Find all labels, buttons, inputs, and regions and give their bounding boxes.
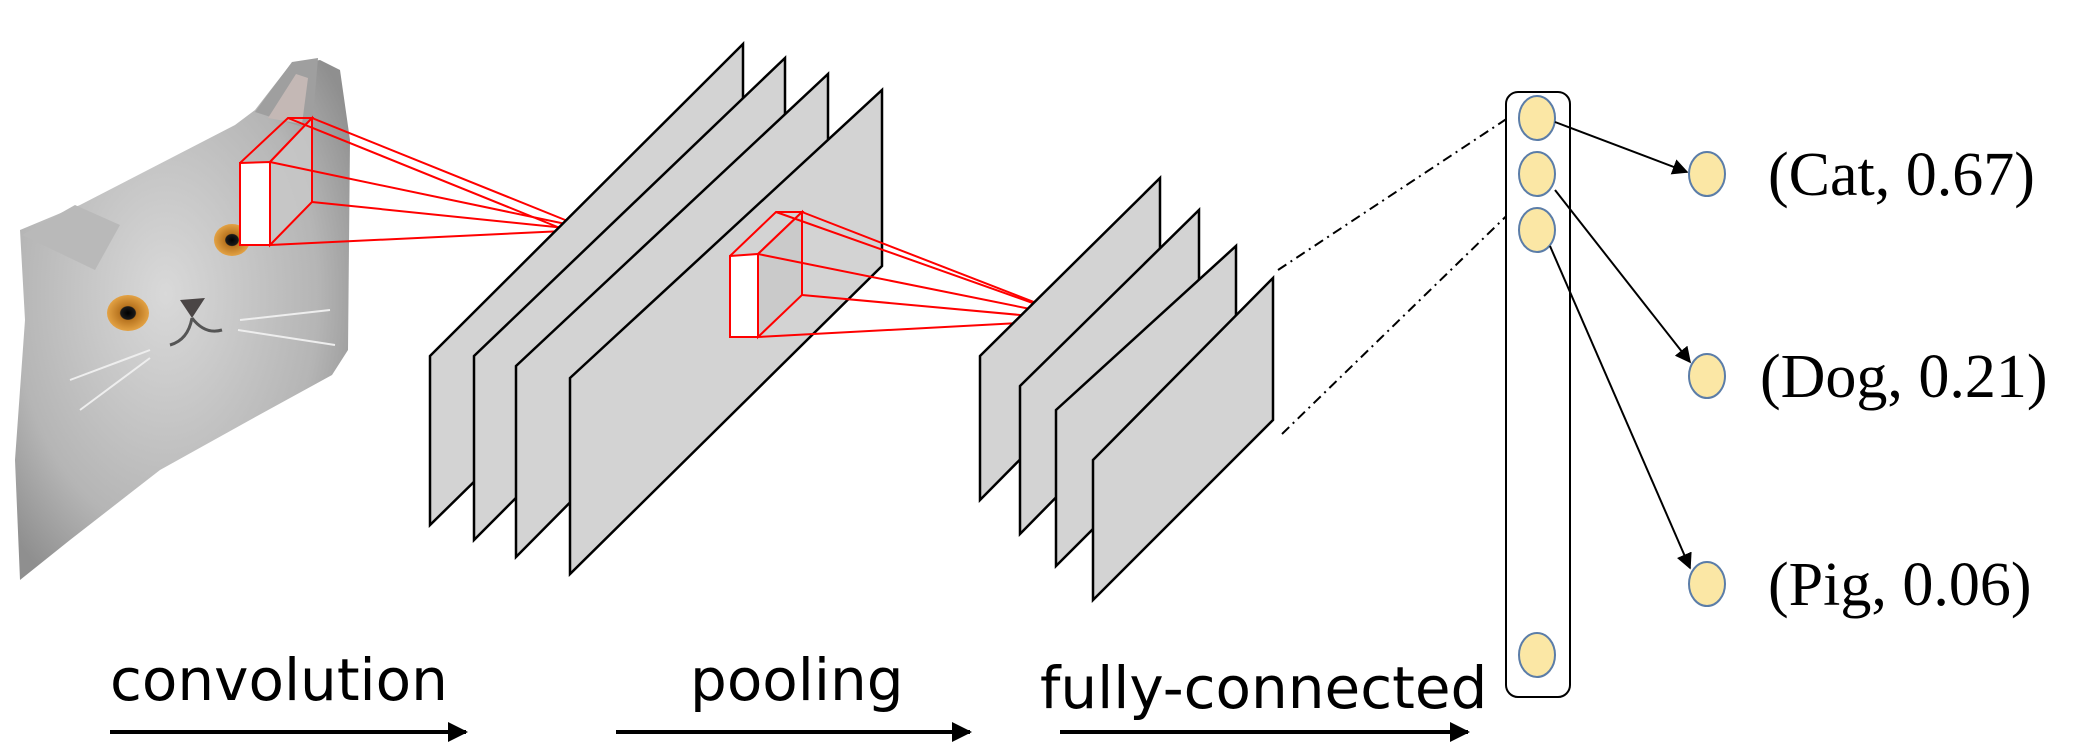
output-connections [1549,121,1692,570]
fc-neuron-3 [1518,207,1556,253]
stage-label-fully-connected: fully-connected [1040,654,1487,722]
conv-receptive-field [729,209,1076,340]
output-label-dog: (Dog, 0.21) [1760,343,2048,411]
cat-eye-left [107,295,149,331]
fc-layer [1505,91,1571,698]
pool-map-4 [1091,274,1275,604]
conv-feature-maps [428,40,884,577]
output-neurons [1688,151,1726,607]
fc-neuron-1 [1518,95,1556,141]
fc-neuron-last [1518,632,1556,678]
output-neuron-pig [1688,561,1726,607]
fc-projection-lines [1277,109,1529,435]
stage-label-pooling: pooling [690,646,904,714]
output-label-cat: (Cat, 0.67) [1768,141,2035,209]
cat-receptive-field [239,115,586,248]
pool-feature-maps [978,175,1275,604]
output-neuron-dog [1688,353,1726,399]
output-neuron-cat [1688,151,1726,197]
stage-label-convolution: convolution [110,646,448,714]
fc-neuron-2 [1518,151,1556,197]
output-label-pig: (Pig, 0.06) [1768,551,2032,619]
